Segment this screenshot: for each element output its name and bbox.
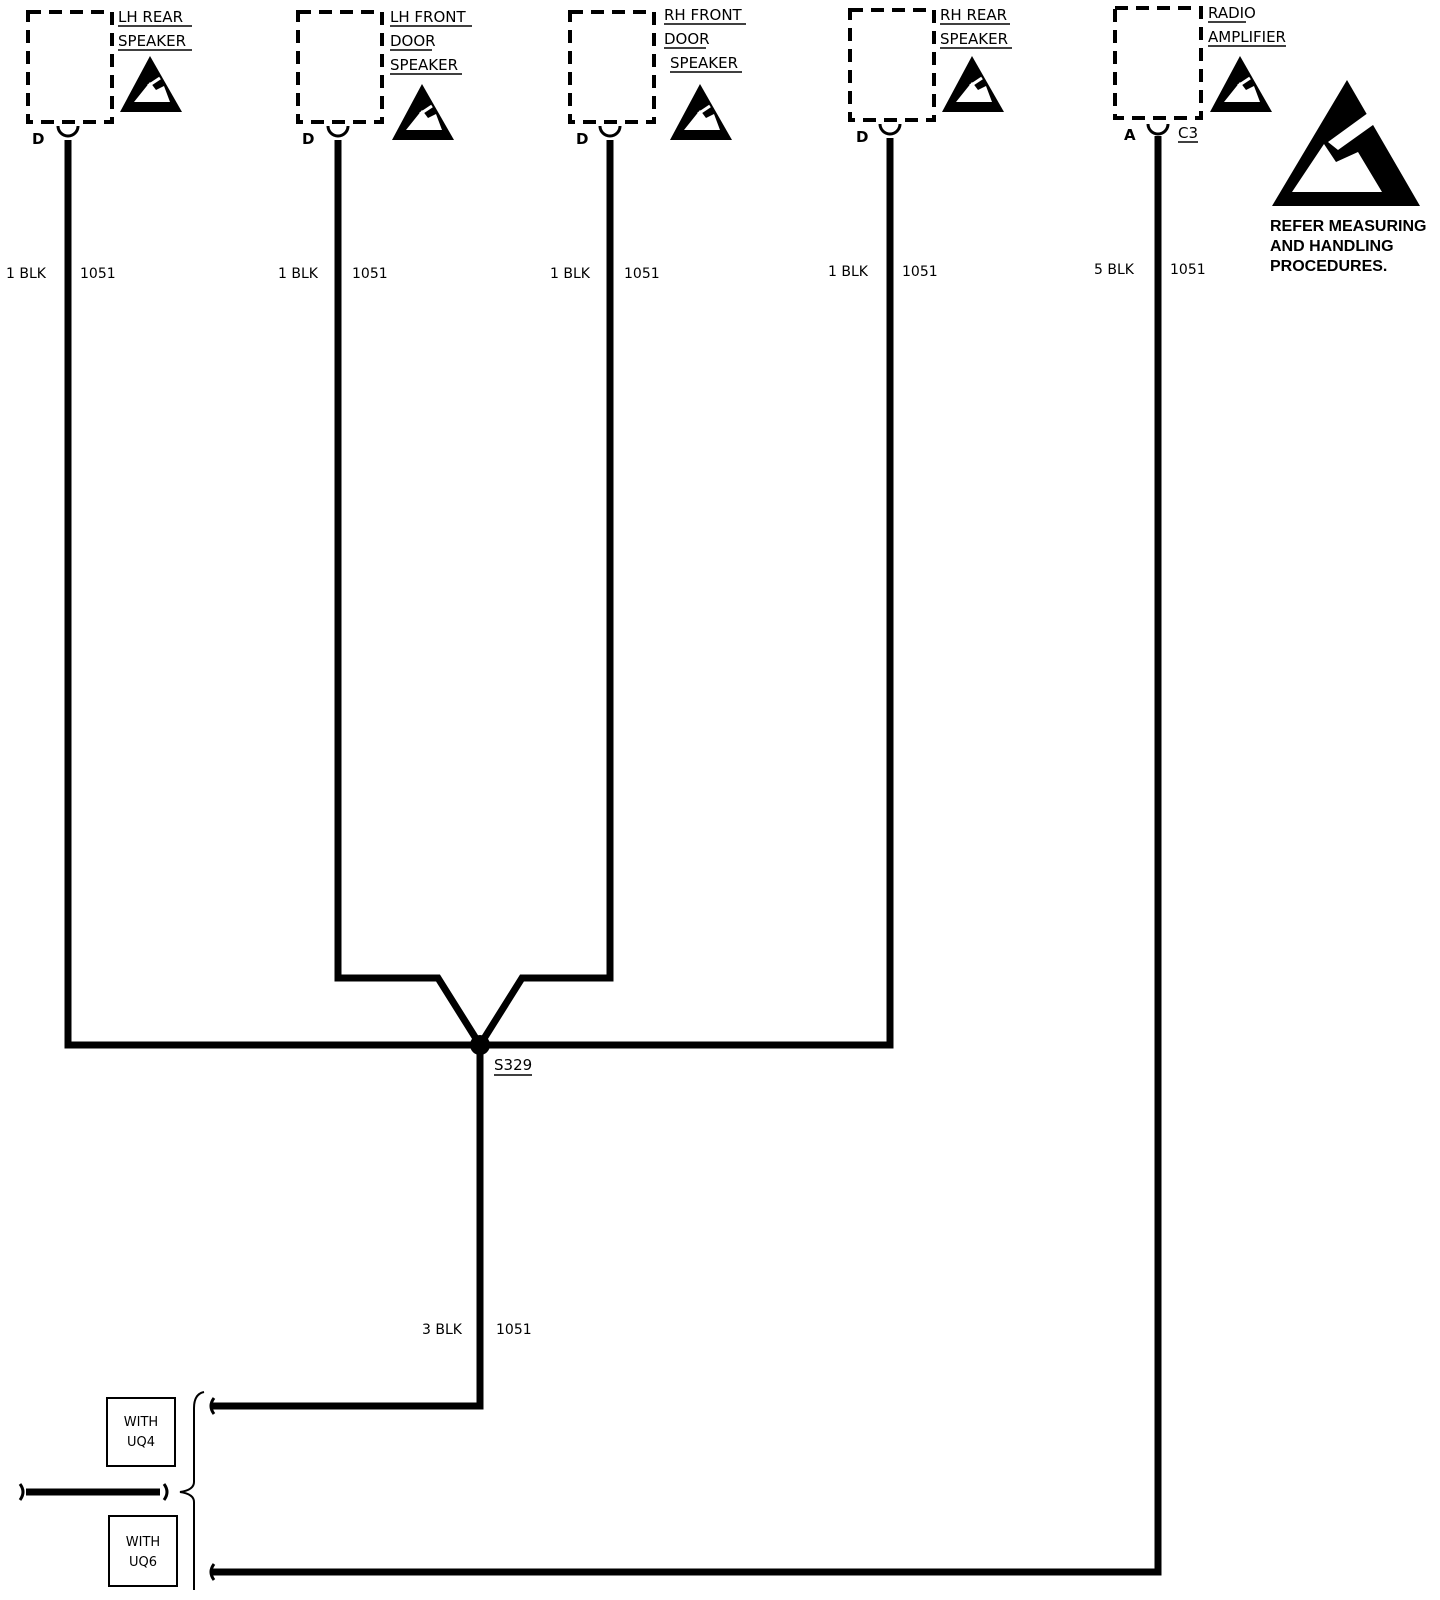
svg-text:REFER MEASURING: REFER MEASURING (1270, 218, 1426, 235)
svg-text:UQ4: UQ4 (127, 1435, 155, 1450)
pin-label: D (32, 130, 44, 148)
lh-rear-speaker-box (26, 10, 114, 124)
svg-text:1 BLK: 1 BLK (550, 266, 591, 282)
svg-text:1 BLK: 1 BLK (828, 264, 869, 280)
svg-text:WITH: WITH (124, 1415, 158, 1430)
lh-rear-speaker-label: LH REAR SPEAKER (118, 8, 192, 51)
radio-amplifier-label: RADIO AMPLIFIER (1208, 4, 1286, 47)
svg-text:3 BLK: 3 BLK (422, 1322, 463, 1338)
svg-text:AND HANDLING: AND HANDLING (1270, 238, 1394, 255)
svg-text:DOOR: DOOR (390, 32, 436, 50)
esd-warning-icon (668, 82, 734, 142)
wire-lh-front (334, 140, 483, 1047)
svg-text:RH FRONT: RH FRONT (664, 6, 743, 24)
option-uq6: WITH UQ6 (108, 1515, 178, 1587)
wire-radio-amplifier (210, 136, 1162, 1576)
rh-rear-speaker-box (848, 8, 936, 122)
pin-label: D (302, 130, 314, 148)
esd-note: REFER MEASURING AND HANDLING PROCEDURES. (1270, 218, 1426, 275)
esd-warning-icon (118, 54, 184, 114)
radio-amplifier-box (1113, 6, 1203, 120)
rh-front-door-speaker-label: RH FRONT DOOR SPEAKER (664, 6, 746, 73)
wire-splice-ground (210, 1045, 484, 1410)
connector-terminal-icon (598, 125, 622, 138)
svg-text:1051: 1051 (80, 266, 116, 282)
wire-rh-rear (480, 138, 894, 1049)
svg-text:1 BLK: 1 BLK (6, 266, 47, 282)
svg-text:DOOR: DOOR (664, 30, 710, 48)
svg-text:WITH: WITH (126, 1535, 160, 1550)
wire-rh-front (477, 140, 614, 1047)
svg-text:1 BLK: 1 BLK (278, 266, 319, 282)
svg-text:1051: 1051 (496, 1322, 532, 1338)
rh-rear-speaker-label: RH REAR SPEAKER (940, 6, 1012, 49)
wire-label: 1 BLK 1051 (278, 266, 388, 282)
esd-warning-icon (940, 54, 1006, 114)
connector-label: C3 (1178, 124, 1198, 142)
pin-label: D (576, 130, 588, 148)
esd-warning-large-icon (1272, 80, 1420, 206)
wire-label: 1 BLK 1051 (828, 264, 938, 280)
wire-label: 1 BLK 1051 (550, 266, 660, 282)
svg-text:LH REAR: LH REAR (118, 8, 183, 26)
wire-label: 1 BLK 1051 (6, 266, 116, 282)
svg-text:5 BLK: 5 BLK (1094, 262, 1135, 278)
svg-text:PROCEDURES.: PROCEDURES. (1270, 258, 1387, 275)
splice-node (470, 1035, 490, 1055)
wire-label: 5 BLK 1051 (1094, 262, 1206, 278)
option-uq4: WITH UQ4 (106, 1397, 176, 1467)
connector-terminal-icon (326, 125, 350, 138)
svg-text:UQ6: UQ6 (129, 1555, 157, 1570)
lh-front-door-speaker-box (296, 10, 384, 124)
svg-text:SPEAKER: SPEAKER (940, 30, 1008, 48)
pin-label: D (856, 128, 868, 146)
lh-front-door-speaker-label: LH FRONT DOOR SPEAKER (390, 8, 472, 75)
wire-lh-rear (64, 140, 480, 1049)
connector-terminal-icon (1146, 123, 1170, 136)
svg-text:1051: 1051 (1170, 262, 1206, 278)
rh-front-door-speaker-box (568, 10, 656, 124)
svg-text:LH FRONT: LH FRONT (390, 8, 466, 26)
connector-terminal-icon (878, 123, 902, 136)
svg-text:RH REAR: RH REAR (940, 6, 1007, 24)
svg-text:1051: 1051 (624, 266, 660, 282)
connector-terminal-icon (56, 125, 80, 138)
splice-label: S329 (494, 1056, 532, 1074)
option-bracket (18, 1391, 216, 1590)
esd-warning-icon (1208, 54, 1274, 114)
esd-warning-icon (390, 82, 456, 142)
svg-text:SPEAKER: SPEAKER (670, 54, 738, 72)
svg-text:SPEAKER: SPEAKER (118, 32, 186, 50)
svg-text:AMPLIFIER: AMPLIFIER (1208, 28, 1286, 46)
svg-text:1051: 1051 (902, 264, 938, 280)
wire-label: 3 BLK 1051 (422, 1322, 532, 1338)
svg-text:RADIO: RADIO (1208, 4, 1256, 22)
svg-text:SPEAKER: SPEAKER (390, 56, 458, 74)
pin-label: A (1124, 126, 1136, 144)
svg-text:1051: 1051 (352, 266, 388, 282)
